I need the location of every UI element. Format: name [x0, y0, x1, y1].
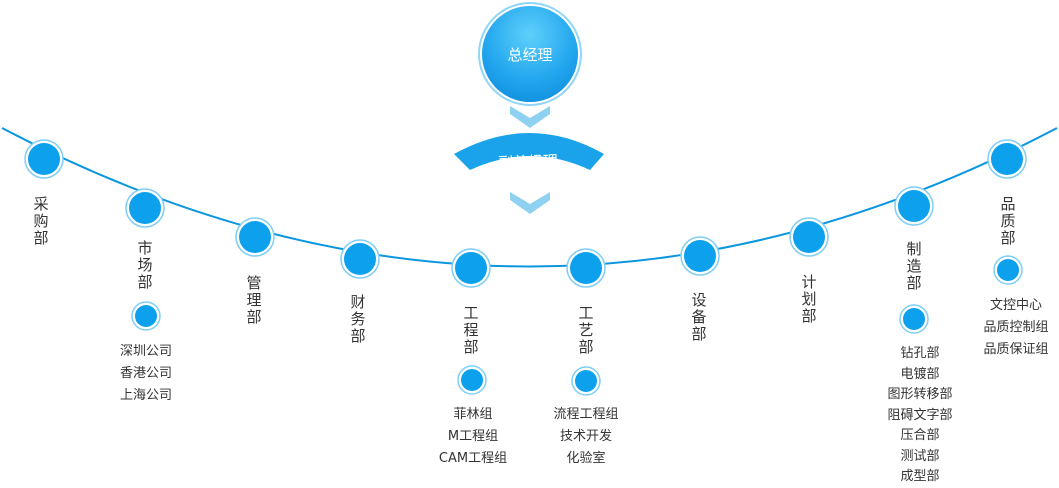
vp-label: 副总经理	[497, 151, 559, 173]
dept-node-process[interactable]	[570, 252, 602, 284]
dept-label-manufacturing: 制造部	[906, 240, 922, 292]
subunit-item[interactable]: 香港公司	[119, 366, 172, 381]
dept-node-equipment[interactable]	[684, 240, 716, 272]
subunit-item[interactable]: 上海公司	[119, 388, 172, 403]
dept-node-quality[interactable]	[991, 143, 1023, 175]
dept-node-marketing[interactable]	[129, 192, 161, 224]
dept-label-process: 工艺部	[578, 304, 594, 356]
dept-node-engineering[interactable]	[455, 252, 487, 284]
subunits-manufacturing: 钻孔部 电镀部 图形转移部 阻碍文字部 压合部 测试部 成型部	[880, 344, 960, 488]
dept-label-engineering: 工程部	[463, 304, 479, 356]
subunit-item[interactable]: 品质控制组	[983, 320, 1049, 335]
subunit-item[interactable]: 阻碍文字部	[887, 407, 953, 423]
subunits-process: 流程工程组 技术开发 化验室	[546, 404, 626, 470]
subunit-item[interactable]: 技术开发	[559, 429, 612, 444]
subunit-item[interactable]: 文控中心	[989, 298, 1042, 313]
subunit-node-quality[interactable]	[997, 259, 1019, 281]
subunits-quality: 文控中心 品质控制组 品质保证组	[976, 295, 1056, 361]
subunit-item[interactable]: 电镀部	[900, 366, 940, 382]
subunit-item[interactable]: 流程工程组	[553, 407, 619, 422]
ceo-label: 总经理	[507, 45, 553, 64]
subunit-item[interactable]: 成型部	[900, 469, 940, 484]
dept-node-purchasing[interactable]	[28, 143, 60, 175]
subunit-item[interactable]: 菲林组	[453, 407, 493, 422]
dept-label-purchasing: 采购部	[33, 195, 49, 247]
dept-label-equipment: 设备部	[691, 291, 707, 343]
dept-node-planning[interactable]	[793, 221, 825, 253]
dept-node-finance[interactable]	[344, 243, 376, 275]
subunit-item[interactable]: 品质保证组	[983, 342, 1049, 357]
dept-label-management: 管理部	[246, 274, 262, 326]
dept-node-management[interactable]	[239, 221, 271, 253]
subunit-item[interactable]: 深圳公司	[119, 344, 172, 359]
subunit-item[interactable]: M工程组	[447, 429, 499, 444]
chevron-down-icon	[510, 106, 550, 128]
dept-node-manufacturing[interactable]	[898, 190, 930, 222]
dept-label-marketing: 市场部	[137, 239, 153, 291]
subunit-item[interactable]: 压合部	[900, 428, 940, 443]
chevron-down-icon	[510, 192, 550, 214]
ceo-node[interactable]: 总经理	[482, 6, 578, 102]
subunit-node-engineering[interactable]	[461, 369, 483, 391]
subunit-item[interactable]: 图形转移部	[887, 387, 953, 402]
subunit-item[interactable]: CAM工程组	[438, 451, 508, 466]
subunit-node-manufacturing[interactable]	[903, 308, 925, 330]
dept-label-quality: 品质部	[1000, 195, 1016, 247]
subunit-item[interactable]: 钻孔部	[900, 346, 940, 361]
dept-label-planning: 计划部	[801, 273, 817, 325]
subunit-item[interactable]: 化验室	[566, 451, 606, 466]
subunit-node-process[interactable]	[575, 370, 597, 392]
subunits-marketing: 深圳公司 香港公司 上海公司	[112, 341, 180, 407]
subunit-node-marketing[interactable]	[135, 305, 157, 327]
subunit-item[interactable]: 测试部	[900, 448, 940, 464]
dept-label-finance: 财务部	[350, 293, 366, 345]
subunits-engineering: 菲林组 M工程组 CAM工程组	[428, 404, 518, 470]
vp-band	[454, 133, 604, 170]
